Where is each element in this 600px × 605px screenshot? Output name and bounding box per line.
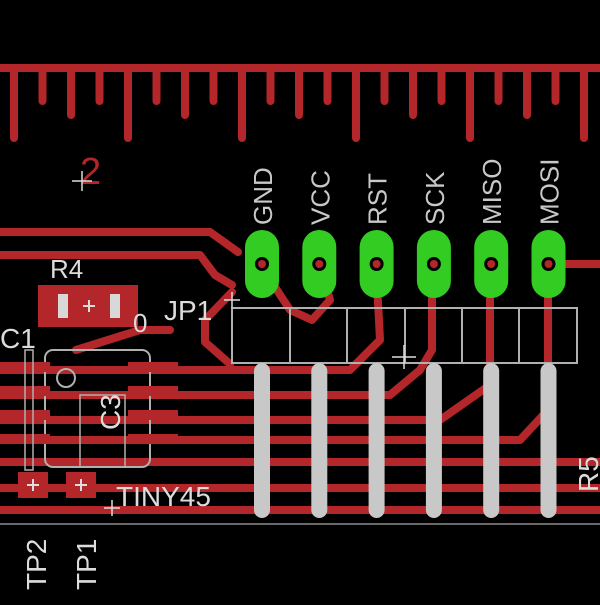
pin-leg-sck [425,363,442,518]
ruler-tick [209,67,218,105]
pin-leg-vcc [311,363,328,518]
pin-hole-ring [487,260,496,268]
tp1-label: TP1 [71,539,102,590]
pin-label-rst: RST [363,173,393,225]
pin-label-sck: SCK [420,171,450,225]
c3-label: C3 [95,394,126,430]
r4-label: R4 [50,254,83,284]
r5-label: R5 [573,456,600,492]
ruler-tick [409,67,417,119]
pin-leg-gnd [254,363,270,518]
pin-leg-rst [368,363,385,518]
ruler-tick [352,67,360,142]
ruler-number-label: 2 [80,151,101,193]
ruler-tick [295,67,303,119]
header-pin-legs [254,363,557,518]
ruler-tick [323,67,332,105]
header-pin-labels: GND VCC RST SCK MISO MOSI [248,159,565,225]
ruler-tick [181,67,189,119]
r4-resistor [38,285,138,327]
ruler-tick [95,67,104,105]
pin-hole-ring [372,260,381,268]
ruler-tick [551,67,560,105]
pin-hole-ring [315,260,324,268]
pin-leg-mosi [540,363,557,518]
header-pin-pads [245,230,566,298]
pin-label-gnd: GND [248,167,278,225]
pin-label-miso: MISO [477,159,507,225]
tp2-label: TP2 [21,539,52,590]
pin-label-mosi: MOSI [535,159,565,225]
tiny45-ic [0,349,178,471]
ruler-tick [10,67,18,142]
jp1-zero-label: 0 [133,308,147,338]
ruler-tick [494,67,503,105]
ruler-bar [0,64,600,72]
ruler-tick [67,67,75,119]
ruler-tick [523,67,531,119]
ruler-tick [238,67,246,142]
ruler-tick [38,67,47,105]
copper-ruler [0,64,600,142]
pin-hole-ring [258,260,266,268]
ic-label: TINY45 [116,481,211,512]
ruler-tick [437,67,446,105]
ruler-tick [152,67,161,105]
ruler-tick [124,67,132,142]
test-points [18,472,96,498]
pin-label-vcc: VCC [305,170,335,225]
ruler-tick [266,67,275,105]
ruler-tick [580,67,588,142]
ruler-tick [466,67,474,142]
pin-leg-miso [483,363,500,518]
pin-hole-ring [429,260,438,268]
ruler-tick [380,67,389,105]
c1-label: C1 [0,323,36,354]
origin-markers [72,171,416,516]
jp1-label: JP1 [164,295,212,326]
pin-hole-ring [544,260,553,268]
